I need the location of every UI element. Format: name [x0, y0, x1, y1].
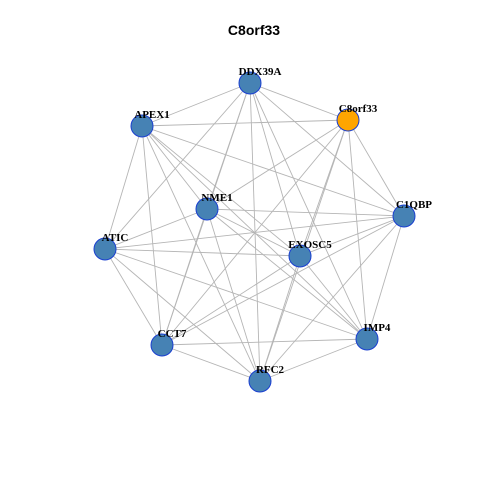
- edge-c1qbp-exosc5: [299, 215, 405, 257]
- node-c8orf33[interactable]: [336, 108, 360, 132]
- node-label-rfc2: RFC2: [256, 364, 285, 376]
- edge-exosc5-cct7: [161, 255, 301, 346]
- node-imp4[interactable]: [355, 327, 379, 351]
- edge-c8orf33-imp4: [347, 119, 368, 340]
- edge-imp4-rfc2: [259, 338, 368, 382]
- edge-c8orf33-nme1: [206, 119, 349, 210]
- edge-apex1-c1qbp: [141, 125, 405, 217]
- node-c1qbp[interactable]: [392, 204, 416, 228]
- edge-nme1-c1qbp: [206, 208, 405, 217]
- node-label-imp4: IMP4: [364, 322, 391, 334]
- edge-exosc5-rfc2: [259, 255, 301, 382]
- edge-apex1-rfc2: [141, 125, 261, 382]
- node-exosc5[interactable]: [288, 244, 312, 268]
- node-cct7[interactable]: [150, 333, 174, 357]
- node-label-exosc5: EXOSC5: [288, 239, 332, 251]
- node-atic[interactable]: [93, 237, 117, 261]
- node-label-c1qbp: C1QBP: [396, 199, 432, 211]
- edge-layer: [104, 82, 405, 382]
- diagram-title: C8orf33: [228, 22, 280, 38]
- edge-c1qbp-atic: [104, 215, 405, 250]
- edge-apex1-exosc5: [141, 125, 301, 257]
- edge-atic-rfc2: [104, 248, 261, 382]
- edge-c1qbp-imp4: [366, 215, 405, 340]
- node-label-ddx39a: DDX39A: [239, 66, 282, 78]
- node-label-c8orf33: C8orf33: [339, 103, 378, 115]
- edge-ddx39a-c1qbp: [249, 82, 405, 217]
- edge-exosc5-imp4: [299, 255, 368, 340]
- edge-nme1-atic: [104, 208, 208, 250]
- node-nme1[interactable]: [195, 197, 219, 221]
- edge-ddx39a-imp4: [249, 82, 368, 340]
- edge-nme1-rfc2: [206, 208, 261, 382]
- node-label-cct7: CCT7: [158, 328, 187, 340]
- edge-apex1-atic: [104, 125, 143, 250]
- node-ddx39a[interactable]: [238, 71, 262, 95]
- edge-nme1-cct7: [161, 208, 208, 346]
- edge-atic-exosc5: [104, 248, 301, 257]
- node-layer: [93, 71, 416, 393]
- node-label-nme1: NME1: [201, 192, 232, 204]
- node-label-apex1: APEX1: [134, 109, 169, 121]
- node-label-atic: ATIC: [102, 232, 129, 244]
- edge-nme1-imp4: [206, 208, 368, 340]
- edge-cct7-rfc2: [161, 344, 261, 382]
- edge-atic-cct7: [104, 248, 163, 346]
- edge-atic-imp4: [104, 248, 368, 340]
- edge-apex1-cct7: [141, 125, 163, 346]
- edge-apex1-nme1: [141, 125, 208, 210]
- edge-ddx39a-exosc5: [249, 82, 301, 257]
- edge-ddx39a-apex1: [141, 82, 251, 127]
- edge-c8orf33-apex1: [141, 119, 349, 127]
- edge-ddx39a-c8orf33: [249, 82, 349, 121]
- edge-ddx39a-atic: [104, 82, 251, 250]
- node-apex1[interactable]: [130, 114, 154, 138]
- edge-c8orf33-c1qbp: [347, 119, 405, 217]
- edge-c1qbp-rfc2: [259, 215, 405, 382]
- node-rfc2[interactable]: [248, 369, 272, 393]
- edge-imp4-cct7: [161, 338, 368, 346]
- edge-c1qbp-cct7: [161, 215, 405, 346]
